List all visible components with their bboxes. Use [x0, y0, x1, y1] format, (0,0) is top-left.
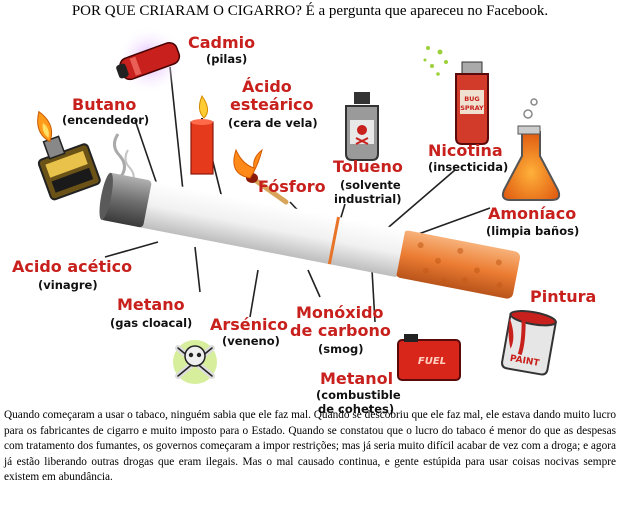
fuel-can-icon: FUEL: [397, 334, 461, 381]
label-acido-estearico-2: esteárico: [230, 95, 314, 114]
label-arsenico: Arsénico: [210, 315, 288, 334]
use-metano: (gas cloacal): [110, 316, 193, 330]
label-metano: Metano: [117, 295, 185, 314]
use-arsenico: (veneno): [222, 334, 280, 348]
use-acido-acetico: (vinagre): [38, 278, 98, 292]
use-tolueno-2: industrial): [334, 192, 402, 206]
label-pintura: Pintura: [530, 287, 597, 306]
label-monoxido-2: de carbono: [290, 321, 391, 340]
paint-can-icon: PAINT: [501, 310, 557, 376]
label-butano: Butano: [72, 95, 137, 114]
use-acido-estearico: (cera de vela): [228, 116, 318, 130]
cigarette-filter: [395, 230, 521, 299]
match-icon: [233, 148, 289, 205]
label-fosforo: Fósforo: [258, 177, 326, 196]
label-tolueno: Tolueno: [333, 157, 403, 176]
spray-can-label-2: SPRAY: [460, 104, 484, 112]
bug-spray-icon: BUG SPRAY: [423, 46, 489, 145]
use-amoniaco: (limpia baños): [486, 224, 580, 238]
label-monoxido-1: Monóxido: [296, 303, 384, 322]
solvent-bottle-icon: [345, 92, 379, 161]
battery-icon: [116, 26, 184, 94]
label-acido-acetico: Acido acético: [12, 257, 133, 276]
use-metanol-1: (combustible: [316, 388, 401, 402]
cigarette-ash: [100, 173, 152, 228]
lighter-icon: [37, 110, 101, 201]
label-acido-estearico-1: Ácido: [242, 77, 292, 96]
page-title: POR QUE CRIARAM O CIGARRO? É a pergunta …: [71, 3, 549, 19]
label-metanol: Metanol: [320, 369, 394, 388]
fuel-can-label: FUEL: [418, 356, 446, 367]
candle-icon: [190, 94, 214, 175]
flask-icon: [501, 98, 561, 201]
cigarette-illustration: BUG SPRAY PAINT FUEL: [37, 26, 561, 384]
label-nicotina: Nicotina: [428, 141, 503, 160]
use-nicotina: (insecticida): [428, 160, 509, 174]
spray-can-label-1: BUG: [464, 95, 480, 103]
use-monoxido: (smog): [318, 342, 364, 356]
label-amoniaco: Amoníaco: [488, 204, 577, 223]
use-cadmio: (pilas): [206, 52, 248, 66]
cigarette-paper: [138, 179, 406, 278]
use-butano: (encendedor): [62, 113, 150, 127]
skull-crossbones-icon: [173, 340, 217, 384]
cigarette: [99, 172, 521, 299]
use-metanol-2: de cohetes): [318, 402, 395, 416]
use-tolueno-1: (solvente: [340, 178, 401, 192]
label-cadmio: Cadmio: [188, 33, 256, 52]
caption-text: Quando começaram a usar o tabaco, ningué…: [4, 409, 616, 483]
